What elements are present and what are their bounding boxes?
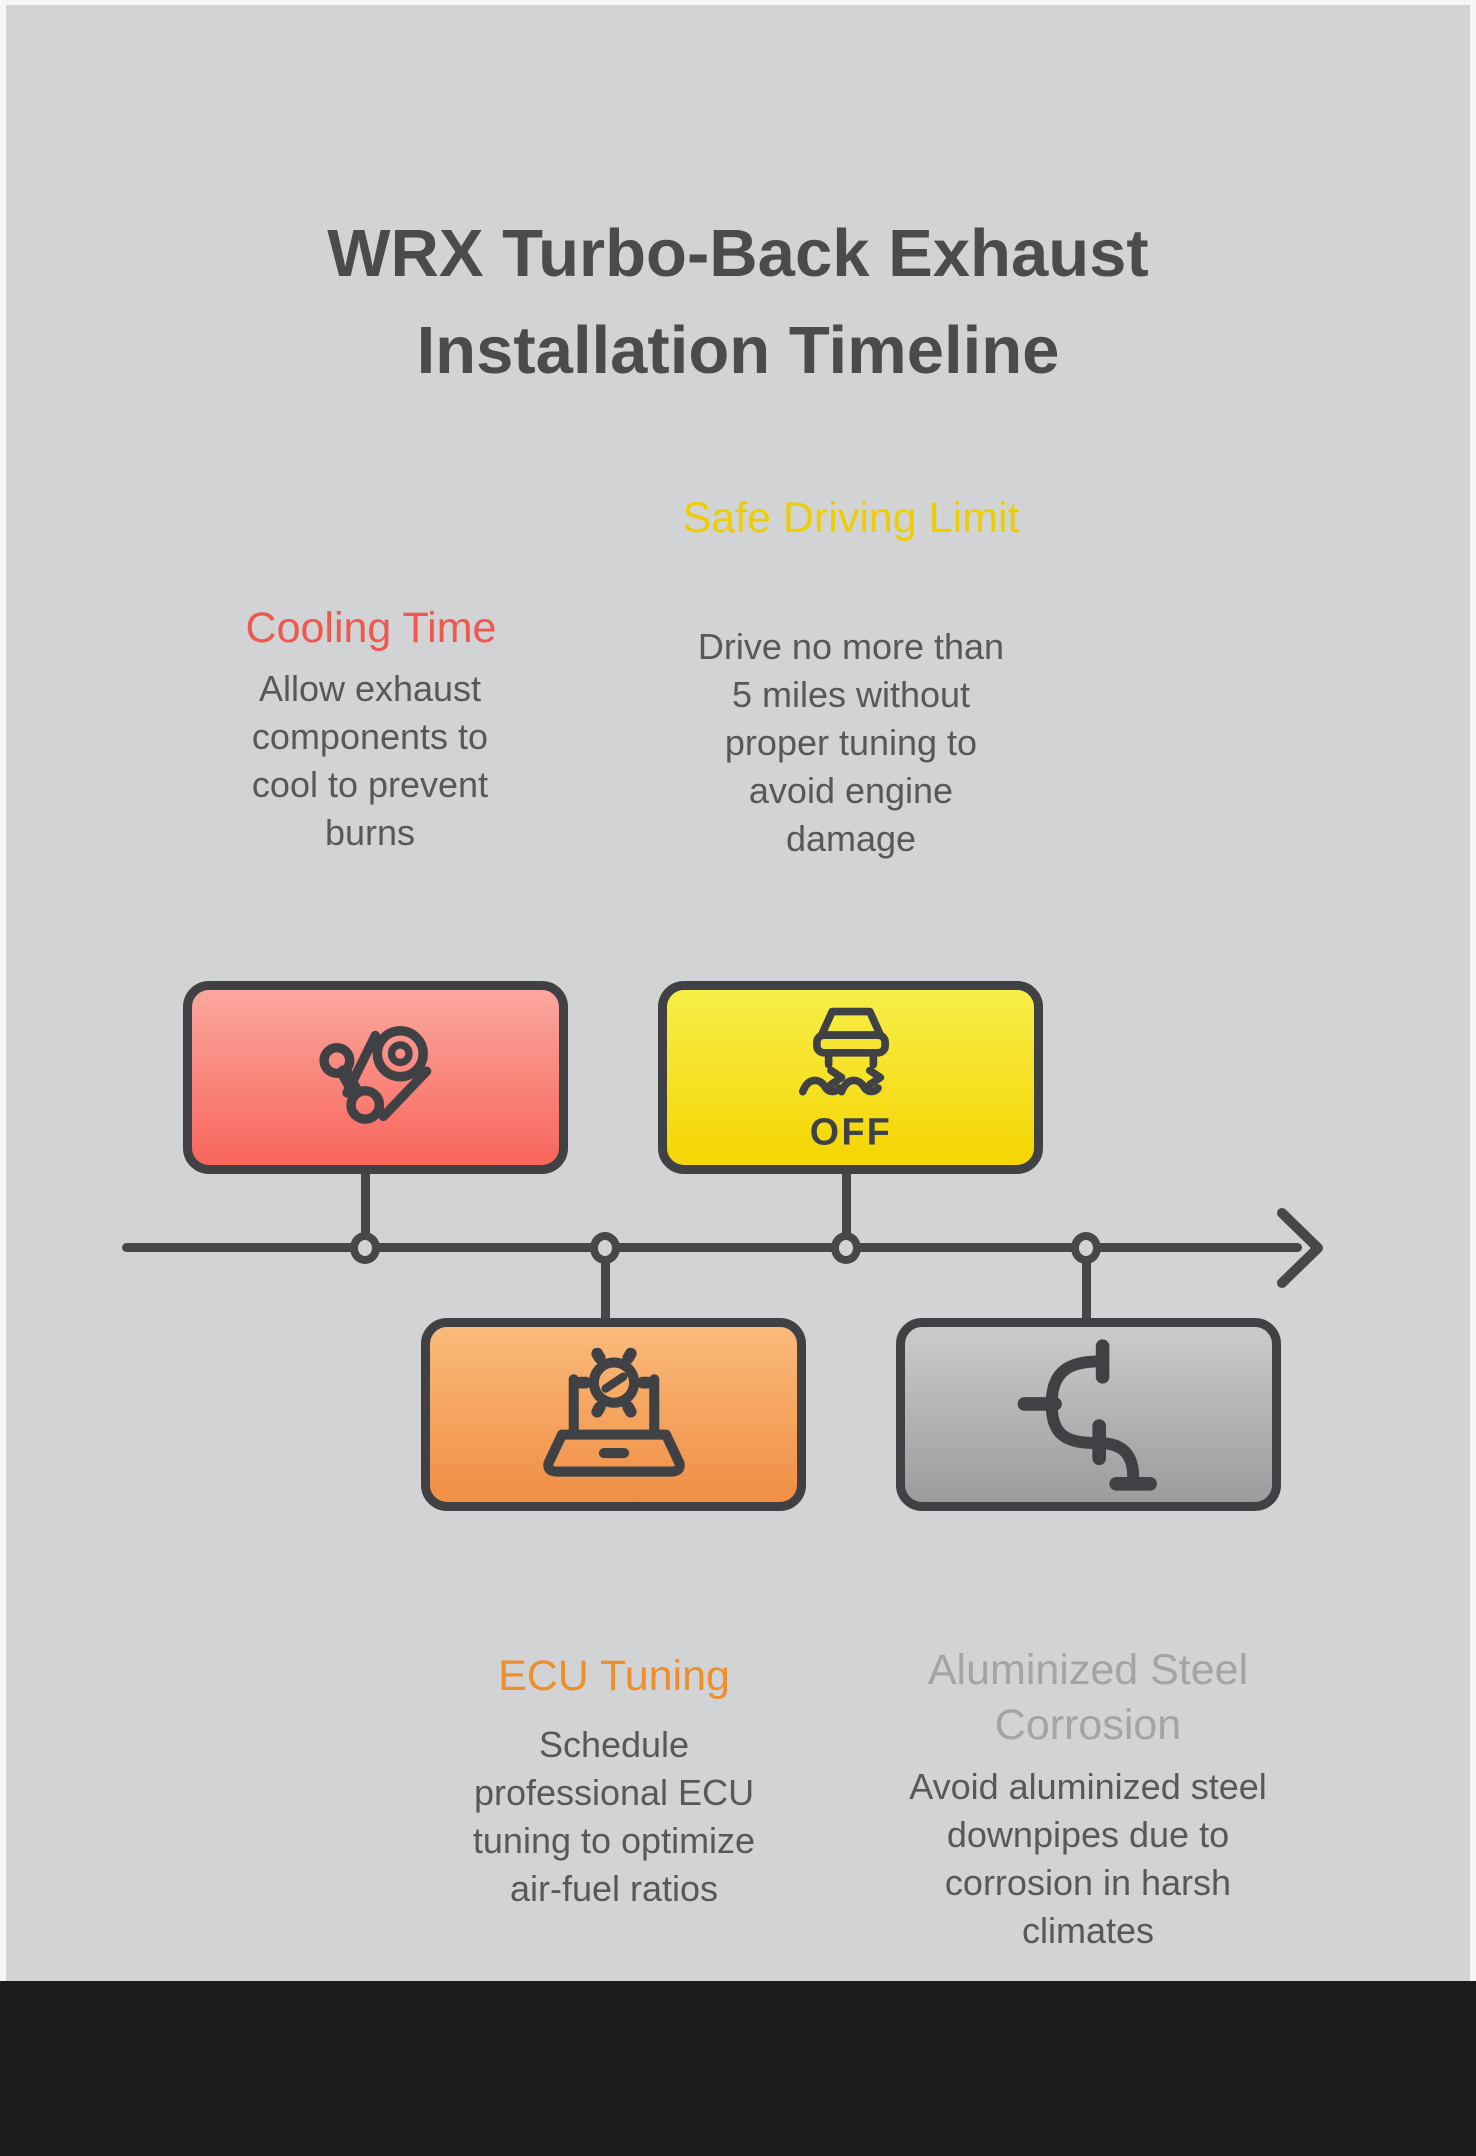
milestone-card-cooling-time	[183, 981, 568, 1174]
milestone-body-ecu-tuning: Schedule professional ECU tuning to opti…	[472, 1724, 756, 1909]
page-title-line1: WRX Turbo-Back Exhaust	[327, 216, 1149, 291]
milestone-body-safe-driving-limit: Drive no more than 5 miles without prope…	[697, 626, 1005, 859]
milestone-card-ecu-tuning	[421, 1318, 806, 1511]
milestone-card-aluminized-steel-corrosion	[896, 1318, 1281, 1511]
timeline-node-ecu-tuning	[590, 1232, 620, 1264]
exhaust-pipes-icon	[1017, 1338, 1157, 1491]
belt-pulley-icon	[318, 1025, 431, 1124]
timeline-node-aluminized-steel-corrosion	[1071, 1232, 1101, 1264]
traction-control-off-icon: OFF	[798, 1007, 891, 1153]
milestone-heading-aluminized-steel-corrosion: Aluminized Steel Corrosion	[927, 1646, 1249, 1749]
milestone-heading-safe-driving-limit: Safe Driving Limit	[682, 494, 1020, 542]
connector-safe-driving-limit	[842, 1169, 851, 1251]
page-title-line2: Installation Timeline	[416, 313, 1060, 388]
timeline-node-safe-driving-limit	[831, 1232, 861, 1264]
laptop-tuning-icon	[542, 1347, 685, 1477]
connector-aluminized-steel-corrosion	[1082, 1253, 1091, 1321]
milestone-heading-ecu-tuning: ECU Tuning	[498, 1652, 730, 1700]
milestone-card-safe-driving-limit: OFF	[658, 981, 1043, 1174]
footer-bar	[0, 1981, 1476, 2156]
traction-off-label: OFF	[809, 1111, 891, 1153]
connector-ecu-tuning	[601, 1253, 610, 1321]
infographic-canvas: WRX Turbo-Back Exhaust Installation Time…	[6, 5, 1470, 2156]
connector-cooling-time	[361, 1169, 370, 1251]
milestone-heading-cooling-time: Cooling Time	[245, 604, 497, 652]
milestone-body-cooling-time: Allow exhaust components to cool to prev…	[251, 668, 489, 853]
timeline-node-cooling-time	[350, 1232, 380, 1264]
timeline-axis	[122, 1243, 1302, 1252]
page-title: WRX Turbo-Back Exhaust Installation Time…	[138, 205, 1338, 399]
timeline-arrow-icon	[1277, 1208, 1323, 1288]
milestone-body-aluminized-steel-corrosion: Avoid aluminized steel downpipes due to …	[909, 1766, 1267, 1951]
